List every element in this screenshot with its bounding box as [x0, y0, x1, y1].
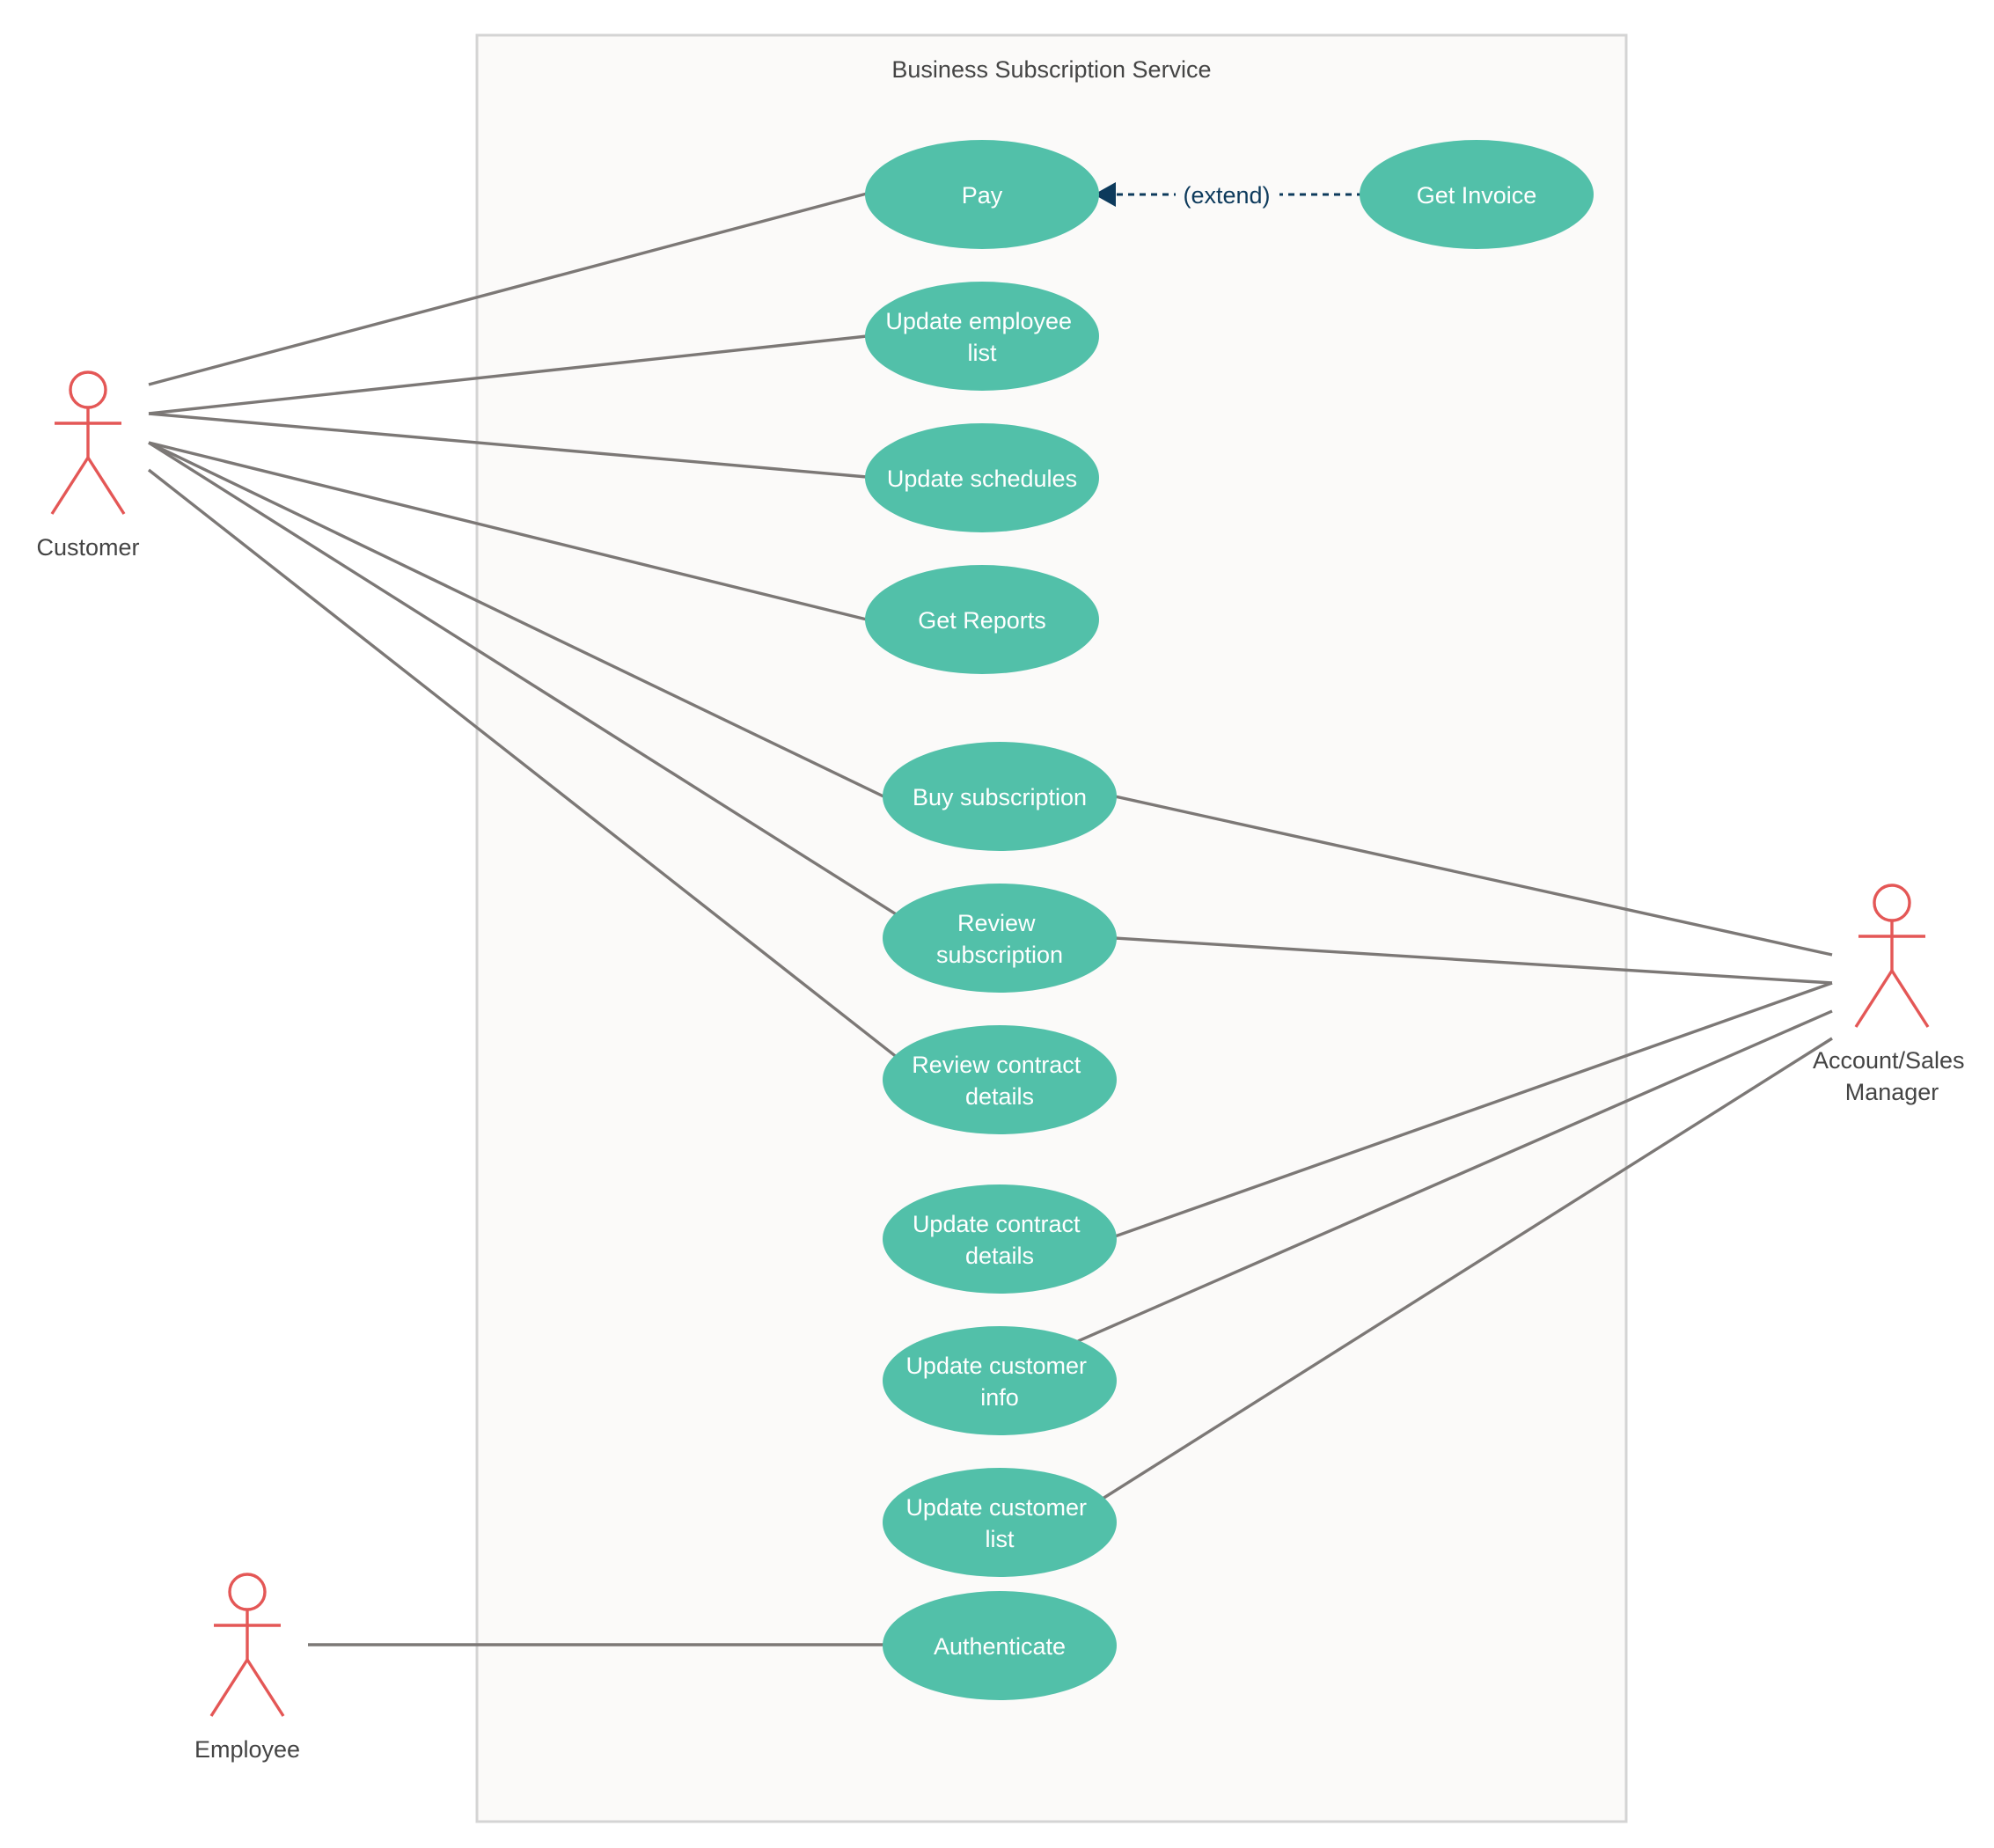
use-case-authenticate-ellipse[interactable] [883, 1591, 1117, 1700]
use-case-buy-subscription[interactable]: Buy subscription [883, 742, 1117, 851]
assoc-manager-buy-subscription [1114, 795, 1833, 957]
actor-leg-right [246, 1659, 285, 1717]
use-case-label: Update customer info [905, 1353, 1093, 1411]
use-case-review-contract-details[interactable]: Review contract details [883, 1025, 1117, 1134]
actor-account-manager-label: Account/Sales Manager [1813, 1047, 1971, 1105]
use-case-label: Get Invoice [1417, 182, 1537, 209]
use-case-label-line: Get Invoice [1417, 182, 1537, 209]
actor-leg-right [86, 457, 126, 515]
use-case-label-line: Get Reports [918, 607, 1046, 634]
use-case-get-invoice-ellipse[interactable] [1360, 140, 1594, 249]
actor-leg-right [1890, 970, 1930, 1028]
use-case-label-line: details [965, 1083, 1034, 1110]
use-case-label-line: Buy subscription [913, 784, 1087, 810]
use-case-label: Update customer list [905, 1494, 1093, 1552]
use-case-pay[interactable]: Pay [865, 140, 1099, 249]
actor-customer[interactable]: Customer [36, 370, 140, 561]
actor-head [228, 1573, 267, 1611]
use-case-update-contract-details-ellipse[interactable] [883, 1184, 1117, 1294]
actor-icon [1854, 884, 1930, 1028]
use-case-label-line: Review [957, 910, 1036, 936]
use-cases: Pay Get Invoice Update employee list Upd… [865, 140, 1594, 1700]
associations [147, 192, 1833, 1646]
actor-head [1873, 884, 1911, 922]
use-case-label-line: Update schedules [887, 466, 1077, 492]
use-case-label-line: list [968, 340, 997, 366]
actor-employee-label: Employee [194, 1736, 300, 1763]
assoc-customer-get-reports [148, 441, 868, 621]
assoc-customer-review-contract-details [147, 468, 899, 1060]
assoc-customer-buy-subscription [148, 441, 884, 798]
use-case-label-line: Pay [962, 182, 1003, 209]
use-case-label: Get Reports [918, 607, 1046, 634]
use-case-update-employee-list[interactable]: Update employee list [865, 282, 1099, 391]
assoc-customer-update-employee-list [148, 334, 868, 415]
use-case-review-subscription[interactable]: Review subscription [883, 884, 1117, 993]
actor-customer-label: Customer [36, 534, 139, 561]
use-case-label-line: Review contract [912, 1052, 1081, 1078]
actor-label-line: Account/Sales [1813, 1047, 1965, 1074]
use-case-label: Authenticate [934, 1633, 1066, 1660]
extend-label-bg [1176, 176, 1279, 211]
use-case-update-employee-list-ellipse[interactable] [865, 282, 1099, 391]
extend-relationship: (extend) [1094, 176, 1363, 211]
use-case-label-line: Update customer [905, 1353, 1087, 1379]
use-case-label: Review contract details [912, 1052, 1088, 1110]
use-case-label: Pay [962, 182, 1003, 209]
actor-leg-left [209, 1659, 249, 1717]
actor-employee[interactable]: Employee [194, 1573, 300, 1763]
actor-leg-left [1854, 970, 1894, 1028]
use-case-update-customer-info-ellipse[interactable] [883, 1326, 1117, 1435]
use-case-update-schedules-ellipse[interactable] [865, 423, 1099, 532]
assoc-manager-review-subscription [1114, 936, 1833, 985]
use-case-label-line: subscription [936, 942, 1063, 968]
assoc-customer-update-schedules [148, 412, 868, 479]
use-case-get-invoice[interactable]: Get Invoice [1360, 140, 1594, 249]
assoc-manager-update-customer-info [1077, 1009, 1833, 1343]
use-case-get-reports[interactable]: Get Reports [865, 565, 1099, 674]
actor-icon [50, 370, 126, 515]
use-case-label: Review subscription [936, 910, 1063, 968]
use-case-label-line: Authenticate [934, 1633, 1066, 1660]
use-case-label-line: Update customer [905, 1494, 1087, 1521]
use-case-update-customer-info[interactable]: Update customer info [883, 1326, 1117, 1435]
use-case-label-line: Update employee [885, 308, 1072, 334]
use-case-label-line: info [980, 1384, 1019, 1411]
use-case-review-subscription-ellipse[interactable] [883, 884, 1117, 993]
use-case-review-contract-details-ellipse[interactable] [883, 1025, 1117, 1134]
use-case-pay-ellipse[interactable] [865, 140, 1099, 249]
use-case-label: Update employee list [885, 308, 1078, 366]
use-case-label-line: details [965, 1243, 1034, 1269]
use-case-label: Update schedules [887, 466, 1077, 492]
use-case-label: Update contract details [913, 1211, 1087, 1269]
use-case-label-line: Update contract [913, 1211, 1081, 1237]
extend-label: (extend) [1183, 182, 1270, 209]
use-case-update-schedules[interactable]: Update schedules [865, 423, 1099, 532]
system-title: Business Subscription Service [891, 56, 1211, 83]
use-case-label-line: list [986, 1526, 1015, 1552]
use-case-get-reports-ellipse[interactable] [865, 565, 1099, 674]
assoc-customer-review-subscription [148, 441, 898, 917]
assoc-customer-pay [148, 192, 868, 386]
use-case-update-customer-list-ellipse[interactable] [883, 1468, 1117, 1577]
actor-label-line: Manager [1845, 1079, 1939, 1105]
use-case-buy-subscription-ellipse[interactable] [883, 742, 1117, 851]
actor-leg-left [50, 457, 90, 515]
actor-head [69, 370, 107, 409]
use-case-label: Buy subscription [913, 784, 1087, 810]
actor-account-manager[interactable]: Account/Sales Manager [1813, 884, 1971, 1105]
use-case-update-customer-list[interactable]: Update customer list [883, 1468, 1117, 1577]
use-case-update-contract-details[interactable]: Update contract details [883, 1184, 1117, 1294]
assoc-manager-update-contract-details [1114, 981, 1833, 1238]
use-case-authenticate[interactable]: Authenticate [883, 1591, 1117, 1700]
assoc-manager-update-customer-list [1102, 1037, 1833, 1500]
extend-arrowhead [1094, 182, 1116, 207]
actor-icon [209, 1573, 285, 1717]
